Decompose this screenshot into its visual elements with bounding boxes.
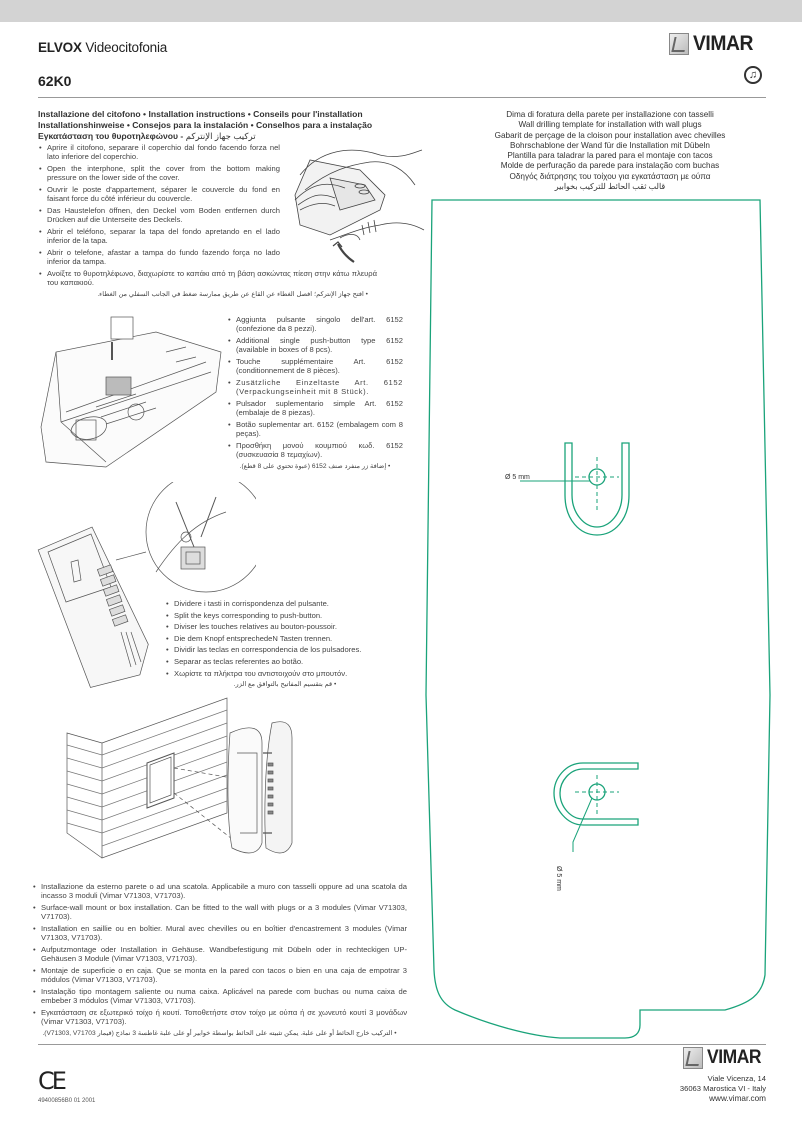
section-heading: Installazione del citofono • Installatio…	[38, 109, 418, 142]
list-item-arabic: • افتح جهاز الإنتركم؛ افصل الغطاء عن الق…	[97, 291, 368, 298]
list-item: Aufputzmontage oder Installation in Gehä…	[32, 945, 407, 964]
vimar-logo-mark-icon	[683, 1047, 703, 1069]
list-item: Aprire il citofono, separare il coperchi…	[38, 143, 280, 162]
vimar-logo: VIMAR	[669, 32, 758, 56]
vimar-footer-logo: VIMAR	[683, 1047, 766, 1069]
brand-elvox: ELVOX	[38, 40, 82, 55]
header-divider	[38, 97, 766, 98]
add-button-illustration	[40, 316, 222, 468]
caption-line: Bohrschablone der Wand für die Installat…	[510, 140, 710, 150]
list-item: Abrir el teléfono, separar la tapa del f…	[38, 227, 280, 246]
heading-arabic: تركيب جهاز الإنتركم	[185, 131, 256, 141]
open-cover-instructions: Aprire il citofono, separare il coperchi…	[38, 143, 377, 302]
list-item: Montaje de superficie o en caja. Que se …	[32, 966, 407, 985]
brand-category: Videocitofonia	[85, 40, 168, 55]
caption-line: Molde de perfuração da parede para insta…	[500, 161, 720, 171]
list-item: Χωρίστε τα πλήκτρα του αντιστοιχούν στο …	[165, 669, 405, 679]
list-item: Εγκατάσταση σε εξωτερικό τοίχο ή κουτί. …	[32, 1008, 407, 1027]
list-item: Surface-wall mount or box installation. …	[32, 903, 407, 922]
address-city: 36063 Marostica VI - Italy	[679, 1083, 766, 1093]
split-keys-illustration	[37, 482, 256, 688]
list-item: Das Haustelefon öffnen, den Deckel vom B…	[38, 206, 280, 225]
caption-line: Gabarit de perçage de la cloison pour in…	[494, 130, 726, 140]
caption-line: Plantilla para taladrar la pared para el…	[507, 151, 713, 161]
list-item: Abrir o telefone, afastar a tampa do fun…	[38, 248, 280, 267]
model-number: 62K0	[38, 73, 72, 89]
drilling-template-outline	[425, 199, 771, 1039]
split-keys-instructions: Dividere i tasti in corrispondenza del p…	[165, 599, 405, 692]
upper-hole-diameter-label: Ø 5 mm	[505, 474, 530, 481]
list-item: Open the interphone, split the cover fro…	[38, 164, 280, 183]
list-item-arabic: • قم بتقسيم المفاتيح بالتوافق مع الزر.	[233, 681, 337, 689]
list-item: Ouvrir le poste d'appartement, séparer l…	[38, 185, 280, 204]
open-cover-illustration	[294, 149, 425, 263]
website-link[interactable]: www.vimar.com	[709, 1093, 766, 1103]
list-item: Προσθήκη μονού κουμπιού κωδ. 6152 (συσκε…	[227, 441, 403, 460]
list-item: Dividere i tasti in corrispondenza del p…	[165, 599, 405, 609]
list-item: Touche supplémentaire Art. 6152 (conditi…	[227, 357, 403, 376]
vimar-logo-mark-icon	[669, 33, 689, 55]
list-item: Dividir las teclas en correspondencia de…	[165, 645, 405, 655]
ce-mark: CE	[38, 1067, 67, 1095]
heading-line-1: Installazione del citofono • Installatio…	[38, 109, 363, 119]
heading-line-3: Εγκατάσταση του θυροτηλεφώνου - تركيب جه…	[38, 131, 418, 142]
list-item: Installazione da esterno parete o ad una…	[32, 882, 407, 901]
drilling-template-caption: Dima di foratura della parete per instal…	[440, 110, 780, 192]
list-item-arabic: • إضافة زر منفرد صنف 6152 (عبوة تحتوي عل…	[239, 463, 391, 470]
address-street: Viale Vicenza, 14	[707, 1074, 766, 1083]
list-item: Installation en saillie ou en boîtier. M…	[32, 924, 407, 943]
weee-recycling-icon: ♫	[744, 66, 762, 84]
list-item: Pulsador suplementario simple Art. 6152 …	[227, 399, 403, 418]
caption-line-arabic: قالب ثقب الحائط للتركيب بخوابير	[554, 182, 666, 192]
brand-line: ELVOX Videocitofonia	[38, 40, 167, 55]
add-button-instructions: Aggiunta pulsante singolo dell'art. 6152…	[227, 315, 403, 474]
mounting-instructions: Installazione da esterno parete o ad una…	[32, 882, 407, 1041]
document-code: 49400856B0 01 2001	[38, 1098, 96, 1104]
heading-line-2: Installationshinweise • Consejos para la…	[38, 120, 373, 130]
list-item: Die dem Knopf entsprechedeN Tasten trenn…	[165, 634, 405, 644]
vimar-logo-text: VIMAR	[707, 1047, 762, 1068]
list-item: Zusätzliche Einzeltaste Art. 6152 (Verpa…	[227, 378, 403, 397]
footer-divider	[38, 1044, 766, 1045]
lower-hole-diameter-label: Ø 5 mm	[555, 866, 562, 891]
caption-line: Wall drilling template for installation …	[518, 120, 702, 130]
heading-greek: Εγκατάσταση του θυροτηλεφώνου -	[38, 131, 186, 141]
top-gray-band	[0, 0, 802, 22]
list-item: Diviser les touches relatives au bouton-…	[165, 622, 405, 632]
list-item: Instalação tipo montagem saliente ou num…	[32, 987, 407, 1006]
list-item-arabic: • التركيب خارج الحائط أو على علبة. يمكن …	[42, 1030, 397, 1037]
caption-line: Dima di foratura della parete per instal…	[506, 110, 714, 119]
list-item: Ανοίξτε το θυροτηλέφωνο, διαχωρίστε το κ…	[38, 269, 377, 288]
list-item: Aggiunta pulsante singolo dell'art. 6152…	[227, 315, 403, 334]
company-address: Viale Vicenza, 14 36063 Marostica VI - I…	[680, 1074, 766, 1103]
vimar-logo-text: VIMAR	[693, 32, 753, 55]
list-item: Botão suplementar art. 6152 (embalagem c…	[227, 420, 403, 439]
list-item: Split the keys corresponding to push-but…	[165, 611, 405, 621]
list-item: Additional single push-button type 6152 …	[227, 336, 403, 355]
list-item: Separar as teclas referentes ao botão.	[165, 657, 405, 667]
caption-line: Οδηγός διάτρησης του τοίχου για εγκατάστ…	[509, 171, 711, 181]
wall-mounting-illustration	[66, 697, 293, 859]
